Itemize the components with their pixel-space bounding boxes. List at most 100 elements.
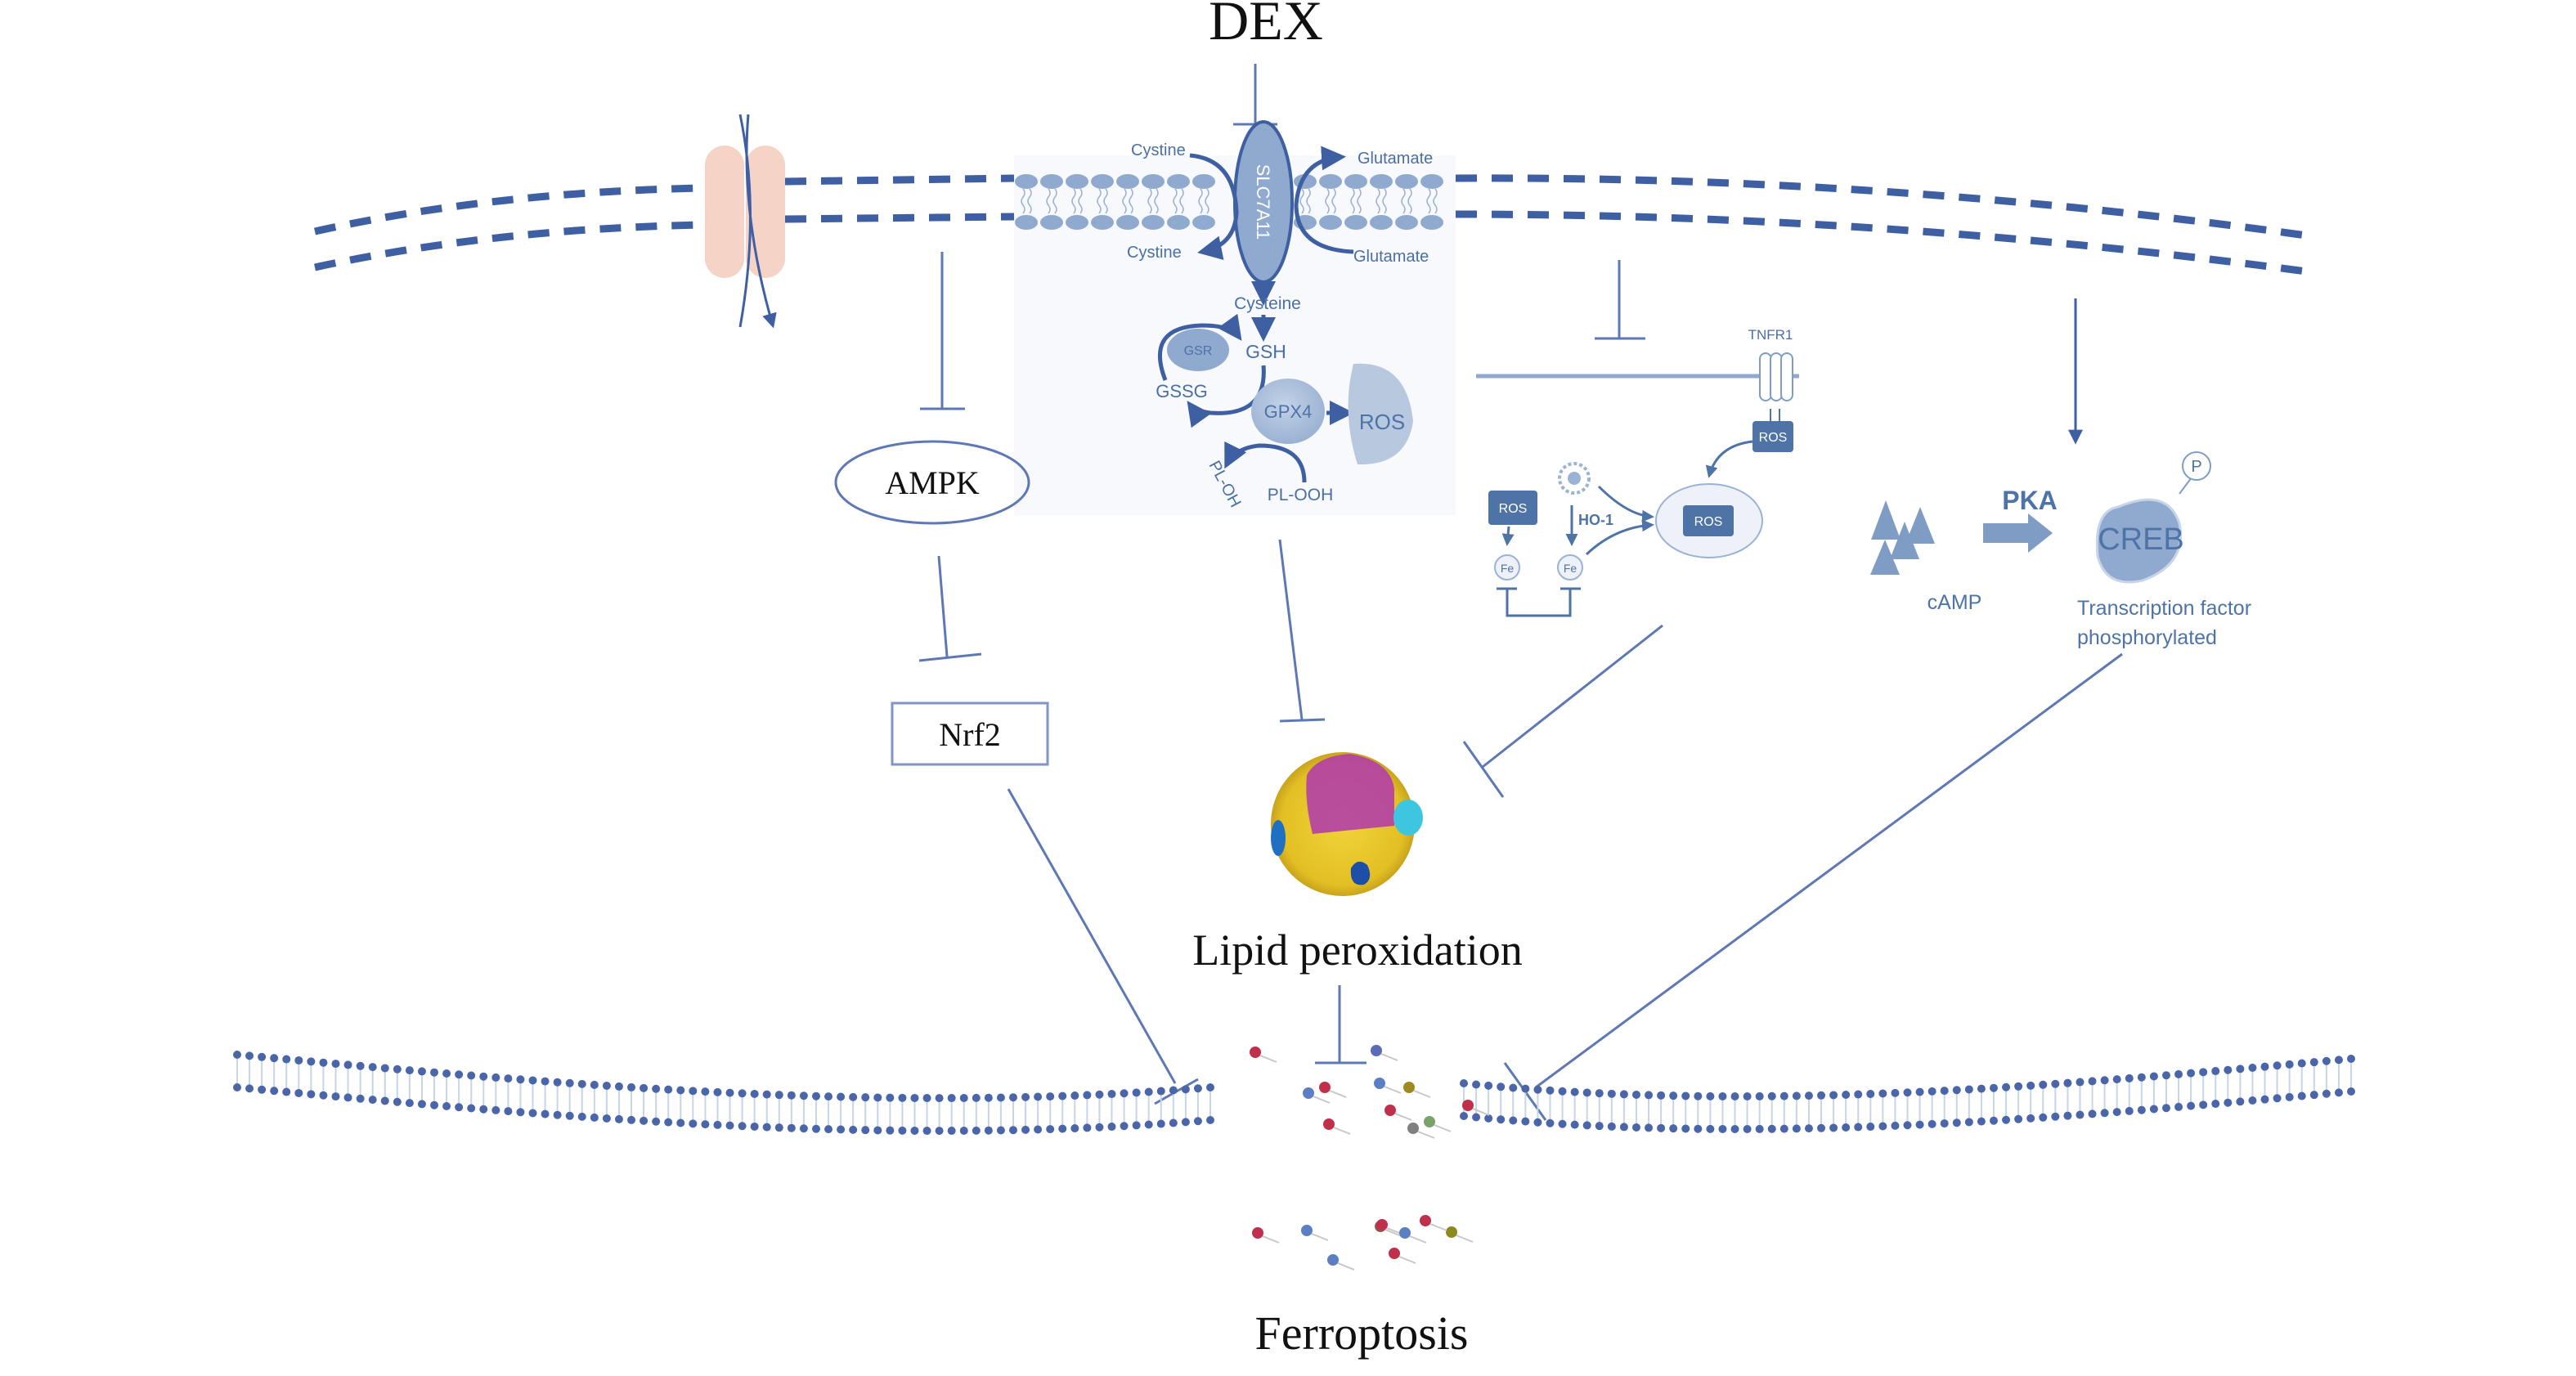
- lipid-head: [725, 1088, 734, 1097]
- lipid-head: [479, 1105, 488, 1114]
- lipid-head: [1669, 1124, 1678, 1133]
- lipid-head: [1070, 1124, 1079, 1133]
- lipid-head: [1181, 1085, 1190, 1094]
- cystine-out-label: Cystine: [1127, 244, 1182, 262]
- lipid-head: [405, 1066, 414, 1075]
- lipid-head: [1091, 215, 1114, 230]
- lipid-head: [1046, 1125, 1055, 1134]
- lipid-tail: [1097, 188, 1102, 214]
- lipid-head: [1370, 174, 1393, 189]
- lipid-head: [2100, 1076, 2109, 1085]
- inhibit-to-tnfr1: [1595, 260, 1645, 340]
- lipid-tail: [1382, 188, 1387, 214]
- lipid-head: [972, 1126, 981, 1135]
- lipid-head: [824, 1125, 833, 1134]
- lipid-head: [762, 1123, 771, 1132]
- lipid-head: [984, 1093, 993, 1102]
- lipid-head: [1015, 215, 1038, 230]
- lipid-head: [1509, 1116, 1518, 1125]
- lipid-head: [1619, 1123, 1628, 1132]
- lipid-head: [1181, 1118, 1190, 1127]
- lipid-head: [590, 1113, 599, 1122]
- creb-inhibits-ferroptosis: [1503, 652, 2123, 1121]
- lipid-head: [664, 1118, 673, 1127]
- lipid-head: [1755, 1124, 1764, 1133]
- lipid-head: [1817, 1123, 1826, 1132]
- lipid-head: [713, 1087, 722, 1096]
- lipid-head: [1977, 1084, 1986, 1093]
- lipid-tail: [1103, 188, 1108, 214]
- lipid-head: [417, 1100, 426, 1109]
- phospholipid-head: [1327, 1254, 1339, 1266]
- lipid-head: [1558, 1119, 1567, 1128]
- lipid-head: [2125, 1073, 2134, 1082]
- lipid-head: [1607, 1089, 1616, 1098]
- lipid-head: [368, 1063, 377, 1072]
- lipid-head: [1046, 1092, 1055, 1101]
- cell-membrane: [314, 174, 2307, 276]
- lipid-head: [873, 1126, 882, 1135]
- lipid-head: [2051, 1079, 2060, 1088]
- lipid-head: [467, 1071, 476, 1080]
- ampk-inhibits-nrf2: [918, 555, 982, 662]
- lipid-head: [1866, 1123, 1875, 1132]
- lipid-head: [1829, 1091, 1838, 1100]
- lipid-head: [1681, 1091, 1690, 1100]
- lipid-head: [2236, 1064, 2245, 1073]
- gsr-label: GSR: [1184, 344, 1213, 358]
- lipid-head: [1866, 1090, 1875, 1099]
- lipid-head: [1779, 1124, 1788, 1133]
- lipid-head: [750, 1089, 759, 1098]
- lipid-head: [1940, 1119, 1949, 1128]
- lipid-head: [1107, 1090, 1116, 1099]
- lipid-tail: [1154, 188, 1159, 214]
- lipid-head: [270, 1054, 279, 1063]
- phospholipid-tail: [1409, 1235, 1427, 1244]
- lipid-head: [1631, 1123, 1640, 1132]
- heme-molecule-icon: [1558, 462, 1591, 495]
- lipid-head: [762, 1090, 771, 1099]
- lipid-head: [1040, 215, 1063, 230]
- lipid-tail: [1179, 188, 1184, 214]
- lipid-head: [1460, 1112, 1468, 1120]
- lipid-head: [861, 1093, 870, 1102]
- phospholipid-tail: [1417, 1131, 1435, 1139]
- lipid-head: [1558, 1087, 1567, 1096]
- lipid-head: [2088, 1109, 2097, 1118]
- gsr-cycle-arrow: [1157, 313, 1242, 381]
- lipid-head: [233, 1083, 241, 1091]
- mitochondrion-icon: [1348, 363, 1413, 465]
- lipid-head: [1472, 1113, 1481, 1122]
- lipid-head: [811, 1091, 820, 1100]
- lipid-tail: [1350, 188, 1355, 214]
- lipid-tail: [1306, 188, 1311, 214]
- lipid-head: [2026, 1081, 2035, 1090]
- lipid-head: [1083, 1123, 1092, 1132]
- lipid-head: [2112, 1075, 2121, 1084]
- lipid-head: [270, 1087, 279, 1096]
- lipid-head: [455, 1070, 464, 1079]
- lipid-head: [1989, 1083, 1998, 1092]
- lipid-head: [959, 1093, 968, 1102]
- lipid-head: [2149, 1072, 2158, 1081]
- lipid-tail: [1331, 188, 1336, 214]
- fe-left-label: Fe: [1501, 562, 1515, 575]
- lipid-head: [1582, 1121, 1591, 1130]
- lipid-head: [2161, 1071, 2170, 1080]
- lipid-head: [405, 1099, 414, 1108]
- lipid-head: [553, 1078, 562, 1087]
- lipid-head: [577, 1112, 586, 1121]
- phospholipid-tail: [1333, 1127, 1351, 1135]
- ho1-label: HO-1: [1578, 512, 1613, 528]
- lipid-head: [1645, 1091, 1654, 1100]
- lipid-head: [467, 1104, 476, 1113]
- lipid-head: [2002, 1082, 2011, 1091]
- lipid-head: [1167, 174, 1190, 189]
- phospholipid-head: [1403, 1082, 1415, 1093]
- lipid-head: [2248, 1064, 2257, 1073]
- lipid-head: [2112, 1108, 2121, 1117]
- lipid-tail: [1129, 188, 1133, 214]
- phosphate-icon: [2182, 451, 2211, 481]
- lipid-head: [2322, 1089, 2331, 1098]
